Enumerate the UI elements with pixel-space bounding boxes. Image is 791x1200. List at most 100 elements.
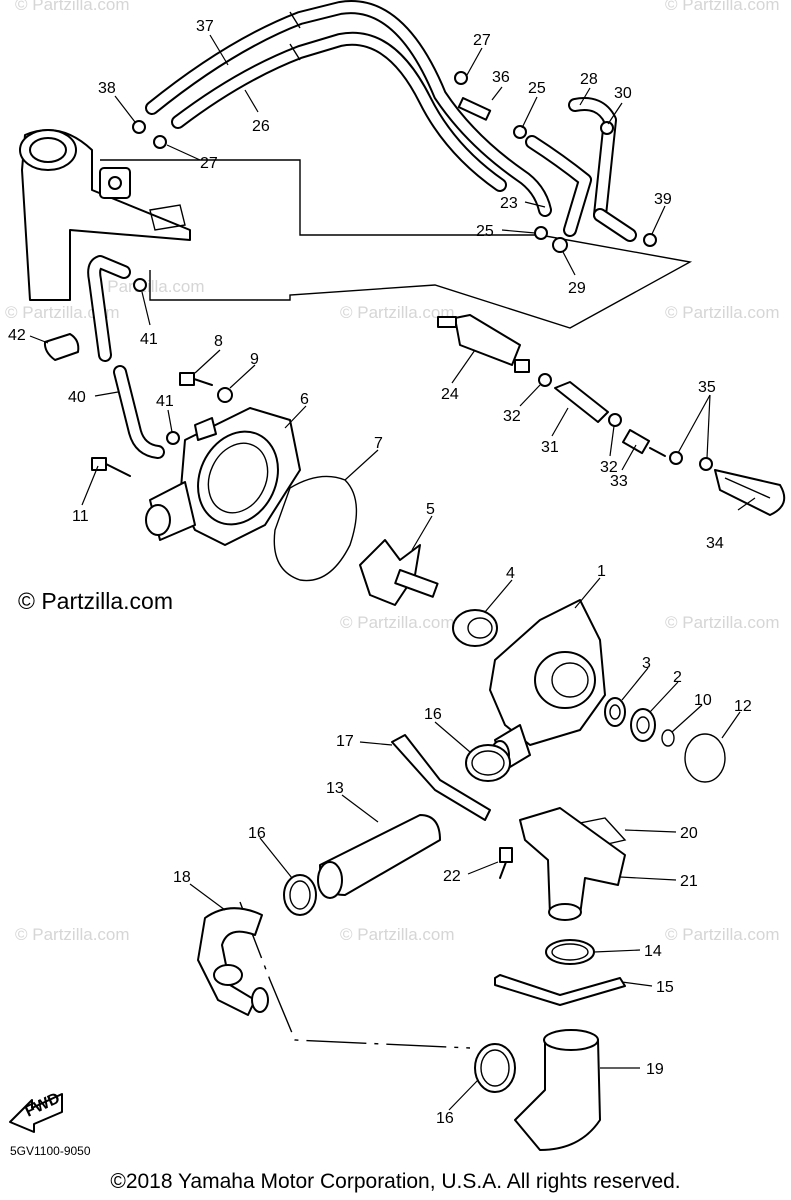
clamp-25-lower <box>534 226 548 240</box>
callout-25: 25 <box>528 80 546 97</box>
fitting-33 <box>622 429 666 457</box>
watermark: © Partzilla.com <box>340 303 455 322</box>
thermostat-housing-21 <box>519 807 626 921</box>
callout-4: 4 <box>506 565 515 582</box>
clamp-32-upper <box>538 373 552 387</box>
watermark: © Partzilla.com <box>665 303 780 322</box>
leader-lines <box>29 34 756 1111</box>
callout-33: 33 <box>610 473 628 490</box>
callout-24: 24 <box>441 386 459 403</box>
circlip-10 <box>661 729 675 747</box>
watermark: © Partzilla.com <box>340 613 455 632</box>
partzilla-watermark: © Partzilla.com <box>18 588 173 614</box>
clamp-41-upper <box>133 278 147 292</box>
stay-15 <box>494 974 626 1006</box>
callout-31: 31 <box>541 439 559 456</box>
clamp-16-middle <box>283 874 317 916</box>
watermark: © Partzilla.com <box>665 925 780 944</box>
callout-22: 22 <box>443 868 461 885</box>
watermark-layer: © Partzilla.com © Partzilla.com © Partzi… <box>5 0 780 944</box>
clamp-39 <box>643 233 657 247</box>
callout-14: 14 <box>644 943 662 960</box>
callout-26: 26 <box>252 118 270 135</box>
seal-4 <box>452 609 498 647</box>
callout-17: 17 <box>336 733 354 750</box>
clamp-29 <box>552 237 568 253</box>
callout-16-lower: 16 <box>436 1110 454 1127</box>
watermark: © Partzilla.com <box>665 0 780 14</box>
bolt-22 <box>499 847 513 879</box>
clamp-14 <box>545 939 595 965</box>
watermark: © Partzilla.com <box>665 613 780 632</box>
callout-20: 20 <box>680 825 698 842</box>
callout-37: 37 <box>196 18 214 35</box>
fitting-24 <box>437 314 530 373</box>
callout-18: 18 <box>173 869 191 886</box>
watermark: © Partzilla.com <box>15 0 130 14</box>
clamp-27-lower <box>153 135 167 149</box>
pump-housing-1 <box>489 599 606 771</box>
callout-21: 21 <box>680 873 698 890</box>
hose-13 <box>317 814 441 899</box>
copyright-notice: ©2018 Yamaha Motor Corporation, U.S.A. A… <box>110 1170 681 1193</box>
callout-32-lower: 32 <box>600 459 618 476</box>
callout-11: 11 <box>72 508 89 525</box>
callout-1: 1 <box>597 563 606 580</box>
callout-16: 16 <box>424 706 442 723</box>
callout-12: 12 <box>734 698 752 715</box>
callout-5: 5 <box>426 501 435 518</box>
clamp-30 <box>600 121 614 135</box>
reference-outlines <box>100 159 693 1049</box>
fwd-arrow: FWD <box>9 1090 63 1133</box>
callout-2: 2 <box>673 669 682 686</box>
bolt-11 <box>91 457 131 477</box>
callout-labels: 37 27 36 25 28 30 38 26 27 23 25 39 29 4… <box>8 18 752 1127</box>
callout-23: 23 <box>500 195 518 212</box>
callout-27-lower: 27 <box>200 155 218 172</box>
clamp-41-lower <box>166 431 180 445</box>
bolt-8 <box>179 372 213 386</box>
callout-36: 36 <box>492 69 510 86</box>
hose-40 <box>87 255 165 459</box>
callout-30: 30 <box>614 85 632 102</box>
callout-35: 35 <box>698 379 716 396</box>
callout-10: 10 <box>694 692 712 709</box>
callout-28: 28 <box>580 71 598 88</box>
callout-7: 7 <box>374 435 383 452</box>
hose-37 <box>145 0 552 217</box>
callout-40: 40 <box>68 389 86 406</box>
callout-39: 39 <box>654 191 672 208</box>
elbow-hose-18 <box>197 907 269 1016</box>
callout-29: 29 <box>568 280 586 297</box>
callout-41-lower: 41 <box>156 393 174 410</box>
callout-6: 6 <box>300 391 309 408</box>
washer-9 <box>217 387 233 403</box>
callout-19: 19 <box>646 1061 664 1078</box>
watermark: © Partzilla.com <box>340 925 455 944</box>
fitting-36 <box>457 97 492 121</box>
o-ring-12 <box>684 733 726 783</box>
impeller-5 <box>359 539 439 606</box>
clamp-25-upper <box>513 125 527 139</box>
callout-3: 3 <box>642 655 651 672</box>
seal-2 <box>630 708 656 742</box>
callout-16-middle: 16 <box>248 825 266 842</box>
callout-34: 34 <box>706 535 724 552</box>
clip-42 <box>43 333 80 361</box>
callout-41: 41 <box>140 331 158 348</box>
clamp-set <box>132 71 713 471</box>
callout-8: 8 <box>214 333 223 350</box>
watermark: © Partzilla.com <box>15 925 130 944</box>
callout-13: 13 <box>326 780 344 797</box>
hose-34 <box>714 469 786 516</box>
callout-25-lower: 25 <box>476 223 494 240</box>
callout-9: 9 <box>250 351 259 368</box>
callout-38: 38 <box>98 80 116 97</box>
clamp-27-upper <box>454 71 468 85</box>
pipe-19 <box>514 1029 601 1151</box>
reservoir-tank <box>19 129 191 301</box>
clamp-16-lower <box>474 1043 516 1093</box>
callout-42: 42 <box>8 327 26 344</box>
clamp-35-a <box>669 451 683 465</box>
